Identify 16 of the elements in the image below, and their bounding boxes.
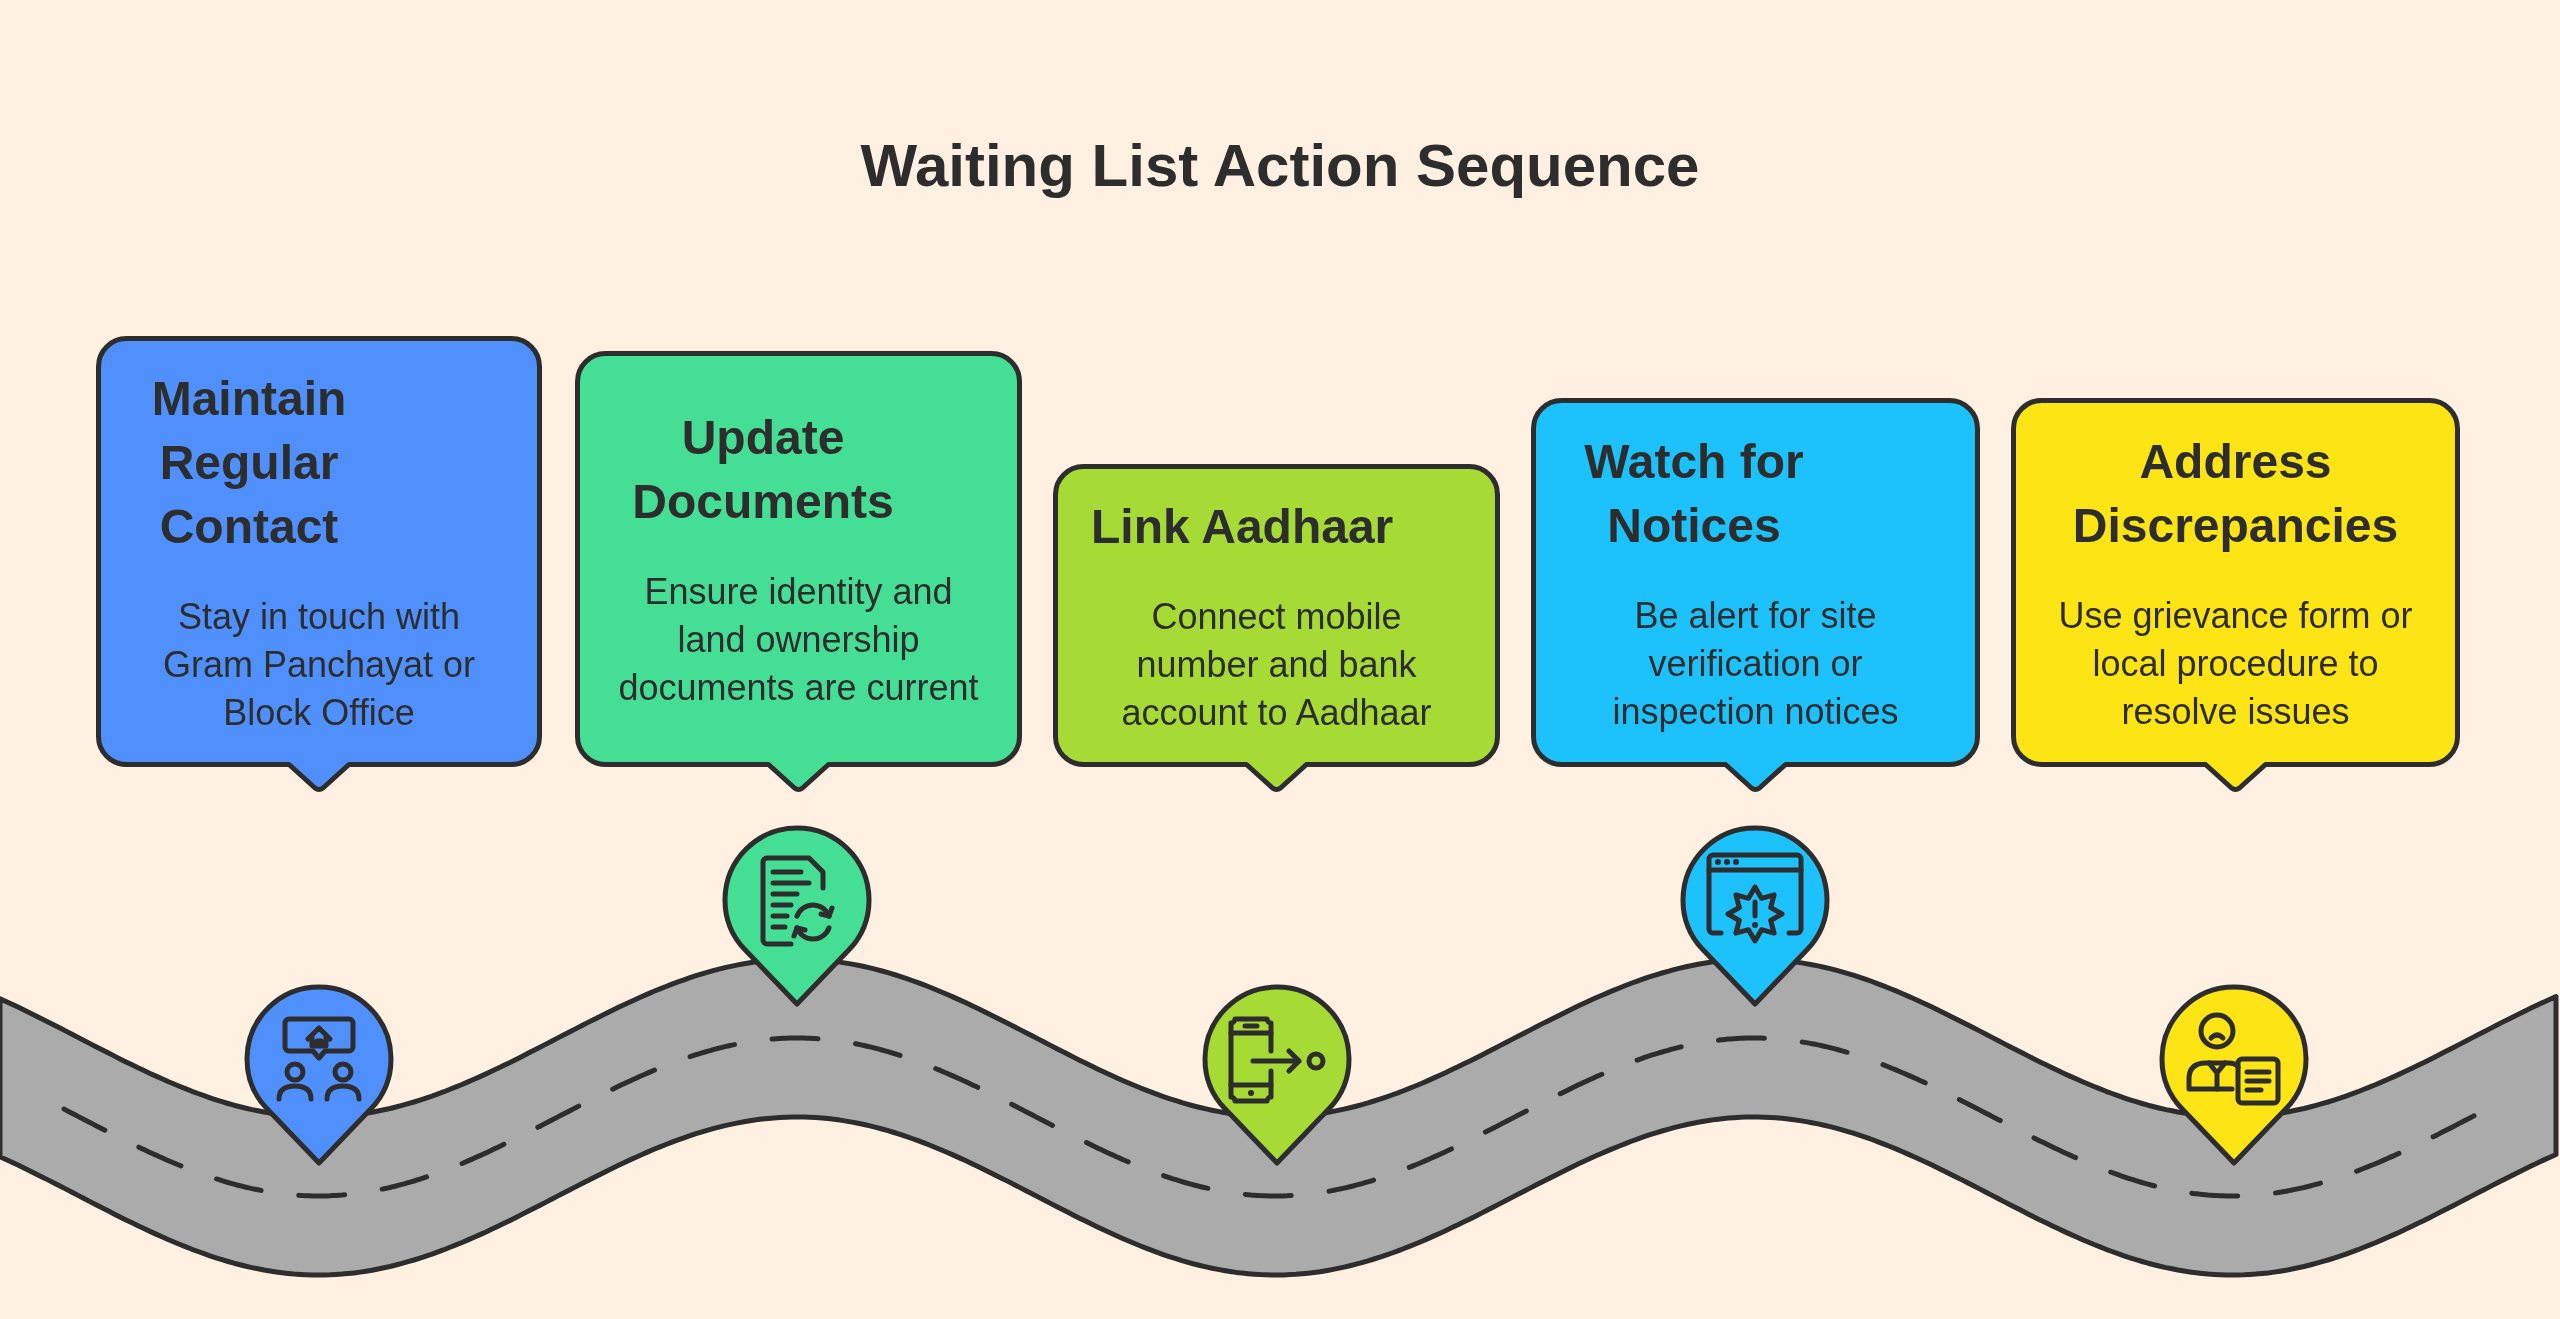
step-heading: Address Discrepancies [2071,433,2400,554]
diagram-title: Waiting List Action Sequence [860,131,1700,201]
step-description: Ensure identity and land ownership documents are current [617,570,980,710]
step-heading: Watch for Notices [1583,433,1805,554]
step-heading: Link Aadhaar [1091,498,1394,555]
step-heading: Maintain Regular Contact [150,370,348,555]
callout-box [575,351,1022,795]
callout-box [1531,398,1980,795]
callout-box [2011,398,2460,795]
step-description: Be alert for site verification or inspection notices [1611,593,1900,734]
step-description: Use grievance form or local procedure to resolve issues [2057,593,2414,734]
step-heading: Update Documents [631,410,895,530]
step-description: Connect mobile number and bank account to Aadhaar [1120,594,1433,735]
callout-box [96,336,542,795]
callout-box [1053,464,1500,795]
step-description: Stay in touch with Gram Panchayat or Block Office [161,594,477,735]
